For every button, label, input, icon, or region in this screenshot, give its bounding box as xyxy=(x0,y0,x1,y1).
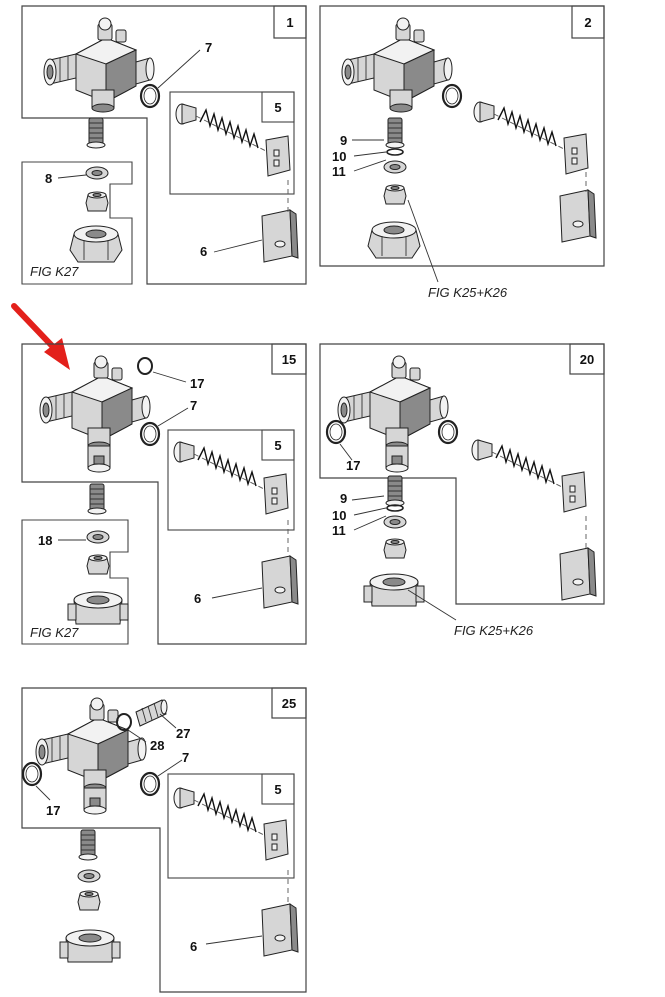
panel-15: 15 5 17 7 18 6 FIG K27 xyxy=(21,343,307,645)
panel-1-fig-label: FIG K27 xyxy=(30,264,79,279)
threaded-connector xyxy=(135,699,168,727)
panel-25-callout-28: 28 xyxy=(150,738,164,753)
panel-2: 2 9 10 11 FIG K25+K26 xyxy=(319,5,605,300)
panel-25-callout-5: 5 xyxy=(274,782,281,797)
panel-25-callout-17: 17 xyxy=(46,803,60,818)
panel-1-callout-5: 5 xyxy=(274,100,281,115)
panel-20-callout-11: 11 xyxy=(332,523,346,538)
panel-20-callout-17: 17 xyxy=(346,458,360,473)
panel-1-callout-6: 6 xyxy=(200,244,207,259)
panel-15-callout-18: 18 xyxy=(38,533,52,548)
panel-2-number: 2 xyxy=(584,15,591,30)
panel-20-number: 20 xyxy=(580,352,594,367)
panel-25-callout-7: 7 xyxy=(182,750,189,765)
panel-15-callout-7: 7 xyxy=(190,398,197,413)
panel-2-callout-11: 11 xyxy=(332,164,346,179)
panel-1-number: 1 xyxy=(286,15,293,30)
panel-15-callout-17: 17 xyxy=(190,376,204,391)
panel-20-callout-9: 9 xyxy=(340,491,347,506)
red-arrow-icon xyxy=(11,303,70,370)
panel-25-callout-27: 27 xyxy=(176,726,190,741)
panel-15-fig-label: FIG K27 xyxy=(30,625,79,640)
panel-25-number: 25 xyxy=(282,696,296,711)
panel-25-callout-6: 6 xyxy=(190,939,197,954)
panel-15-callout-5: 5 xyxy=(274,438,281,453)
panel-15-callout-6: 6 xyxy=(194,591,201,606)
panel-2-fig-label: FIG K25+K26 xyxy=(428,285,508,300)
panel-15-number: 15 xyxy=(282,352,296,367)
panel-1: 1 5 7 8 6 FIG K27 xyxy=(21,5,307,285)
panel-2-callout-9: 9 xyxy=(340,133,347,148)
panel-20-fig-label: FIG K25+K26 xyxy=(454,623,534,638)
panel-20: 20 17 9 10 11 FIG K25+K26 xyxy=(319,343,605,638)
panel-2-callout-10: 10 xyxy=(332,149,346,164)
panel-1-callout-8: 8 xyxy=(45,171,52,186)
panel-20-callout-10: 10 xyxy=(332,508,346,523)
panel-25: 25 5 27 28 7 17 6 xyxy=(21,687,307,993)
panel-1-callout-7: 7 xyxy=(205,40,212,55)
